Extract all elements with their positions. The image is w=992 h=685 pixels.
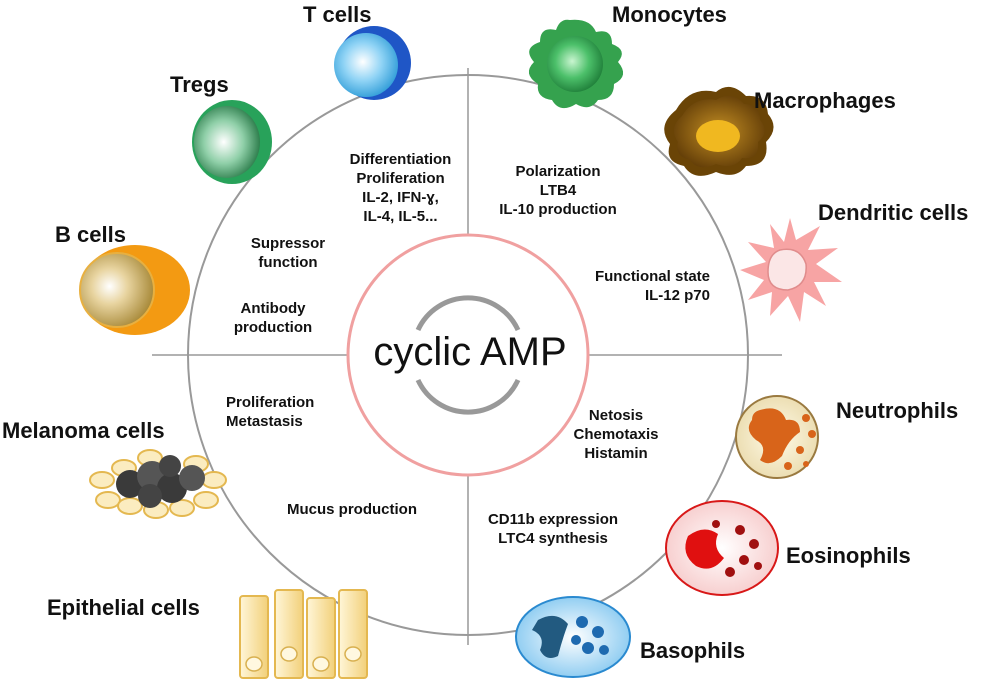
function-line: IL-2, IFN-ɣ, bbox=[362, 189, 439, 206]
function-line: LTB4 bbox=[539, 182, 577, 199]
function-line: IL-4, IL-5... bbox=[363, 208, 438, 225]
function-tregs: Supressor function bbox=[238, 234, 338, 272]
label-epithelial-cells: Epithelial cells bbox=[47, 595, 200, 620]
treg-cell-icon bbox=[192, 100, 272, 184]
function-dendritic: Functional state IL-12 p70 bbox=[540, 267, 710, 305]
eosinophil-icon bbox=[665, 500, 779, 596]
monocyte-icon bbox=[528, 19, 624, 109]
function-line: Polarization bbox=[515, 163, 601, 180]
center-arc-top bbox=[415, 295, 521, 332]
label-eosinophils: Eosinophils bbox=[786, 543, 911, 568]
function-line: Proliferation bbox=[226, 394, 315, 411]
label-neutrophils: Neutrophils bbox=[836, 398, 959, 423]
function-line: Supressor bbox=[250, 235, 326, 252]
function-neutrophils: Netosis Chemotaxis Histamin bbox=[558, 406, 674, 463]
function-monocytes: Polarization LTB4 IL-10 production bbox=[478, 162, 638, 219]
t-cell-icon bbox=[334, 26, 411, 100]
function-b-cells: Antibody production bbox=[218, 299, 328, 337]
label-melanoma-cells: Melanoma cells bbox=[2, 418, 165, 443]
function-line: function bbox=[258, 254, 318, 271]
function-line: IL-10 production bbox=[499, 201, 617, 218]
function-line: Mucus production bbox=[287, 501, 417, 518]
function-line: LTC4 synthesis bbox=[498, 530, 608, 547]
basophil-icon bbox=[515, 596, 631, 678]
label-t-cells: T cells bbox=[303, 2, 372, 27]
function-epithelial: Mucus production bbox=[287, 500, 417, 519]
epithelial-cells-icon bbox=[239, 589, 368, 679]
function-line: production bbox=[233, 319, 313, 336]
function-line: Chemotaxis bbox=[573, 426, 659, 443]
label-basophils: Basophils bbox=[640, 638, 746, 663]
function-line: Metastasis bbox=[226, 413, 303, 430]
label-tregs: Tregs bbox=[170, 72, 229, 97]
function-line: Netosis bbox=[588, 407, 644, 424]
function-line: Proliferation bbox=[356, 170, 445, 187]
center-title: cyclic AMP bbox=[373, 330, 567, 374]
inner-ring bbox=[346, 233, 590, 477]
function-line: IL-12 p70 bbox=[644, 287, 710, 304]
label-dendritic-cells: Dendritic cells bbox=[818, 200, 969, 225]
macrophage-icon bbox=[664, 86, 774, 176]
function-basophils: CD11b expression LTC4 synthesis bbox=[468, 510, 638, 548]
label-macrophages: Macrophages bbox=[754, 88, 896, 113]
b-cell-icon bbox=[79, 245, 190, 335]
neutrophil-icon bbox=[735, 395, 819, 479]
label-monocytes: Monocytes bbox=[612, 2, 727, 27]
function-line: Antibody bbox=[240, 300, 306, 317]
function-line: Histamin bbox=[584, 445, 648, 462]
function-line: CD11b expression bbox=[487, 511, 619, 528]
outer-ring bbox=[187, 74, 749, 636]
function-melanoma: Proliferation Metastasis bbox=[226, 393, 314, 431]
function-line: Differentiation bbox=[349, 151, 452, 168]
dendritic-cell-icon bbox=[740, 218, 842, 322]
label-b-cells: B cells bbox=[55, 222, 126, 247]
center-arc-bottom bbox=[415, 378, 521, 415]
function-t-cells: Differentiation Proliferation IL-2, IFN-… bbox=[333, 150, 468, 226]
function-line: Functional state bbox=[594, 268, 710, 285]
melanoma-cells-icon bbox=[89, 449, 227, 519]
